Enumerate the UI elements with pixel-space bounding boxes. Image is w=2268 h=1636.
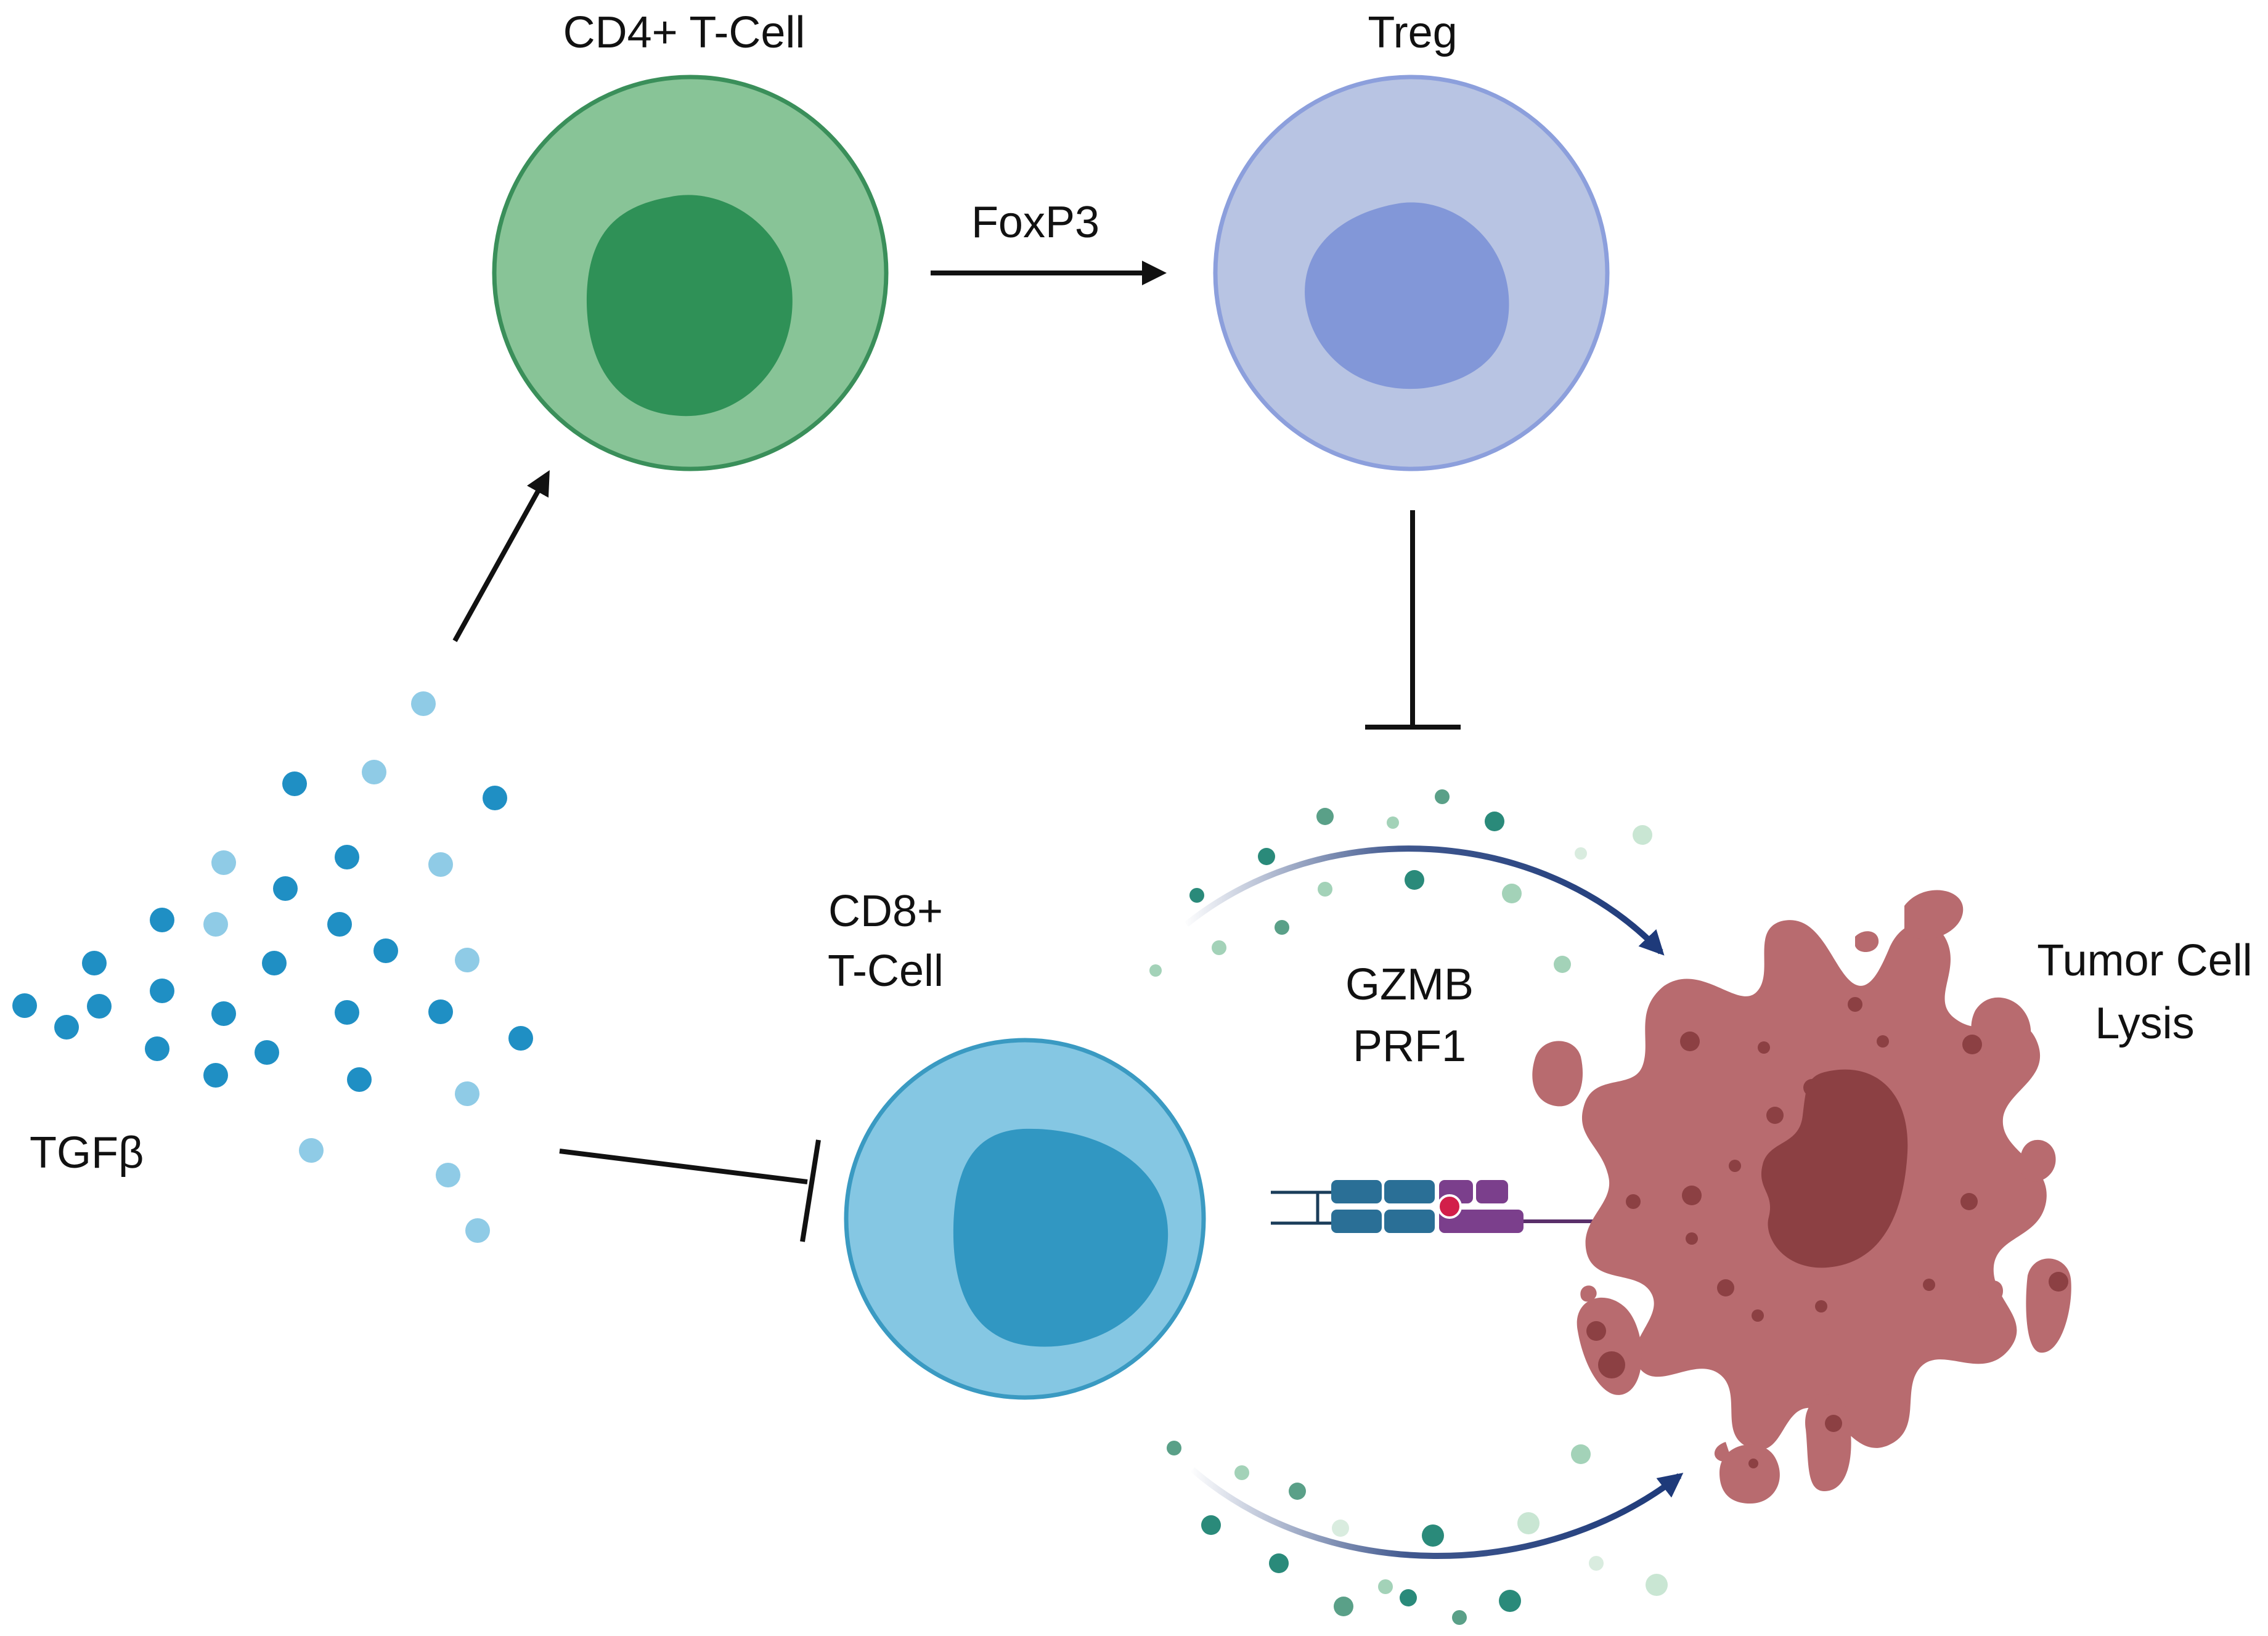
tumor-fragment: [1855, 931, 1879, 953]
cd8-label-line1: CD8+: [828, 887, 943, 936]
treg-inhibition-bar: [1365, 510, 1461, 730]
cd4-label: CD4+ T-Cell: [563, 8, 806, 57]
cd8-t-cell: [844, 1038, 1206, 1400]
tumor-fragment: [1978, 1280, 2003, 1305]
tumor-fragment: [2020, 1139, 2056, 1182]
tgfb-to-cd4-arrow: [452, 470, 550, 642]
mhc-block-3: [1439, 1210, 1524, 1233]
lysis-arrow-bottom: [1190, 1467, 1684, 1559]
tumor-fragment: [1577, 1297, 1642, 1395]
mhc-block-2: [1476, 1180, 1508, 1203]
tumor-label-line2: Lysis: [2095, 999, 2194, 1048]
tumor-fragment: [1532, 1041, 1583, 1107]
tcr-block-1: [1331, 1180, 1382, 1203]
tumor-fragment: [1805, 1394, 1851, 1491]
treg-cell: [1213, 75, 1610, 471]
tumor-fragment: [1904, 890, 1964, 940]
cd4-t-cell: [492, 75, 889, 471]
receptor-complex: [1271, 1180, 1596, 1233]
tumor-fragment: [1719, 1444, 1780, 1504]
tgfb-inhibition-bar: [559, 1139, 821, 1242]
cd4-nucleus: [586, 195, 793, 417]
tumor-spots: [1586, 997, 2068, 1468]
antigen-peptide: [1437, 1194, 1462, 1219]
cytotoxic-granules-bottom: [1167, 1441, 1668, 1625]
tumor-fragment: [1580, 1285, 1597, 1302]
prf1-label: PRF1: [1353, 1022, 1466, 1071]
tumor-cell: [1532, 890, 2071, 1504]
tcr-block-3: [1331, 1210, 1382, 1233]
tgfb-molecules: [12, 691, 533, 1243]
foxp3-label: FoxP3: [971, 198, 1099, 247]
lysis-arrow-top: [1184, 845, 1665, 956]
cd8-nucleus: [953, 1128, 1169, 1347]
gzmb-label: GZMB: [1345, 960, 1474, 1009]
tcr-block-2: [1384, 1180, 1435, 1203]
treg-nucleus: [1305, 202, 1509, 389]
cd8-label-line2: T-Cell: [828, 946, 944, 996]
tumor-fragment: [2026, 1258, 2071, 1353]
tcr-block-4: [1384, 1210, 1435, 1233]
tumor-label-line1: Tumor Cell: [2037, 936, 2252, 985]
tgfb-label: TGFβ: [30, 1128, 144, 1178]
cytotoxic-granules-top: [1149, 789, 1652, 977]
tumor-nucleus: [1761, 1069, 1908, 1268]
tumor-fragment: [1971, 997, 2031, 1063]
treg-label: Treg: [1368, 8, 1457, 57]
tumor-fragment: [1714, 1442, 1732, 1462]
